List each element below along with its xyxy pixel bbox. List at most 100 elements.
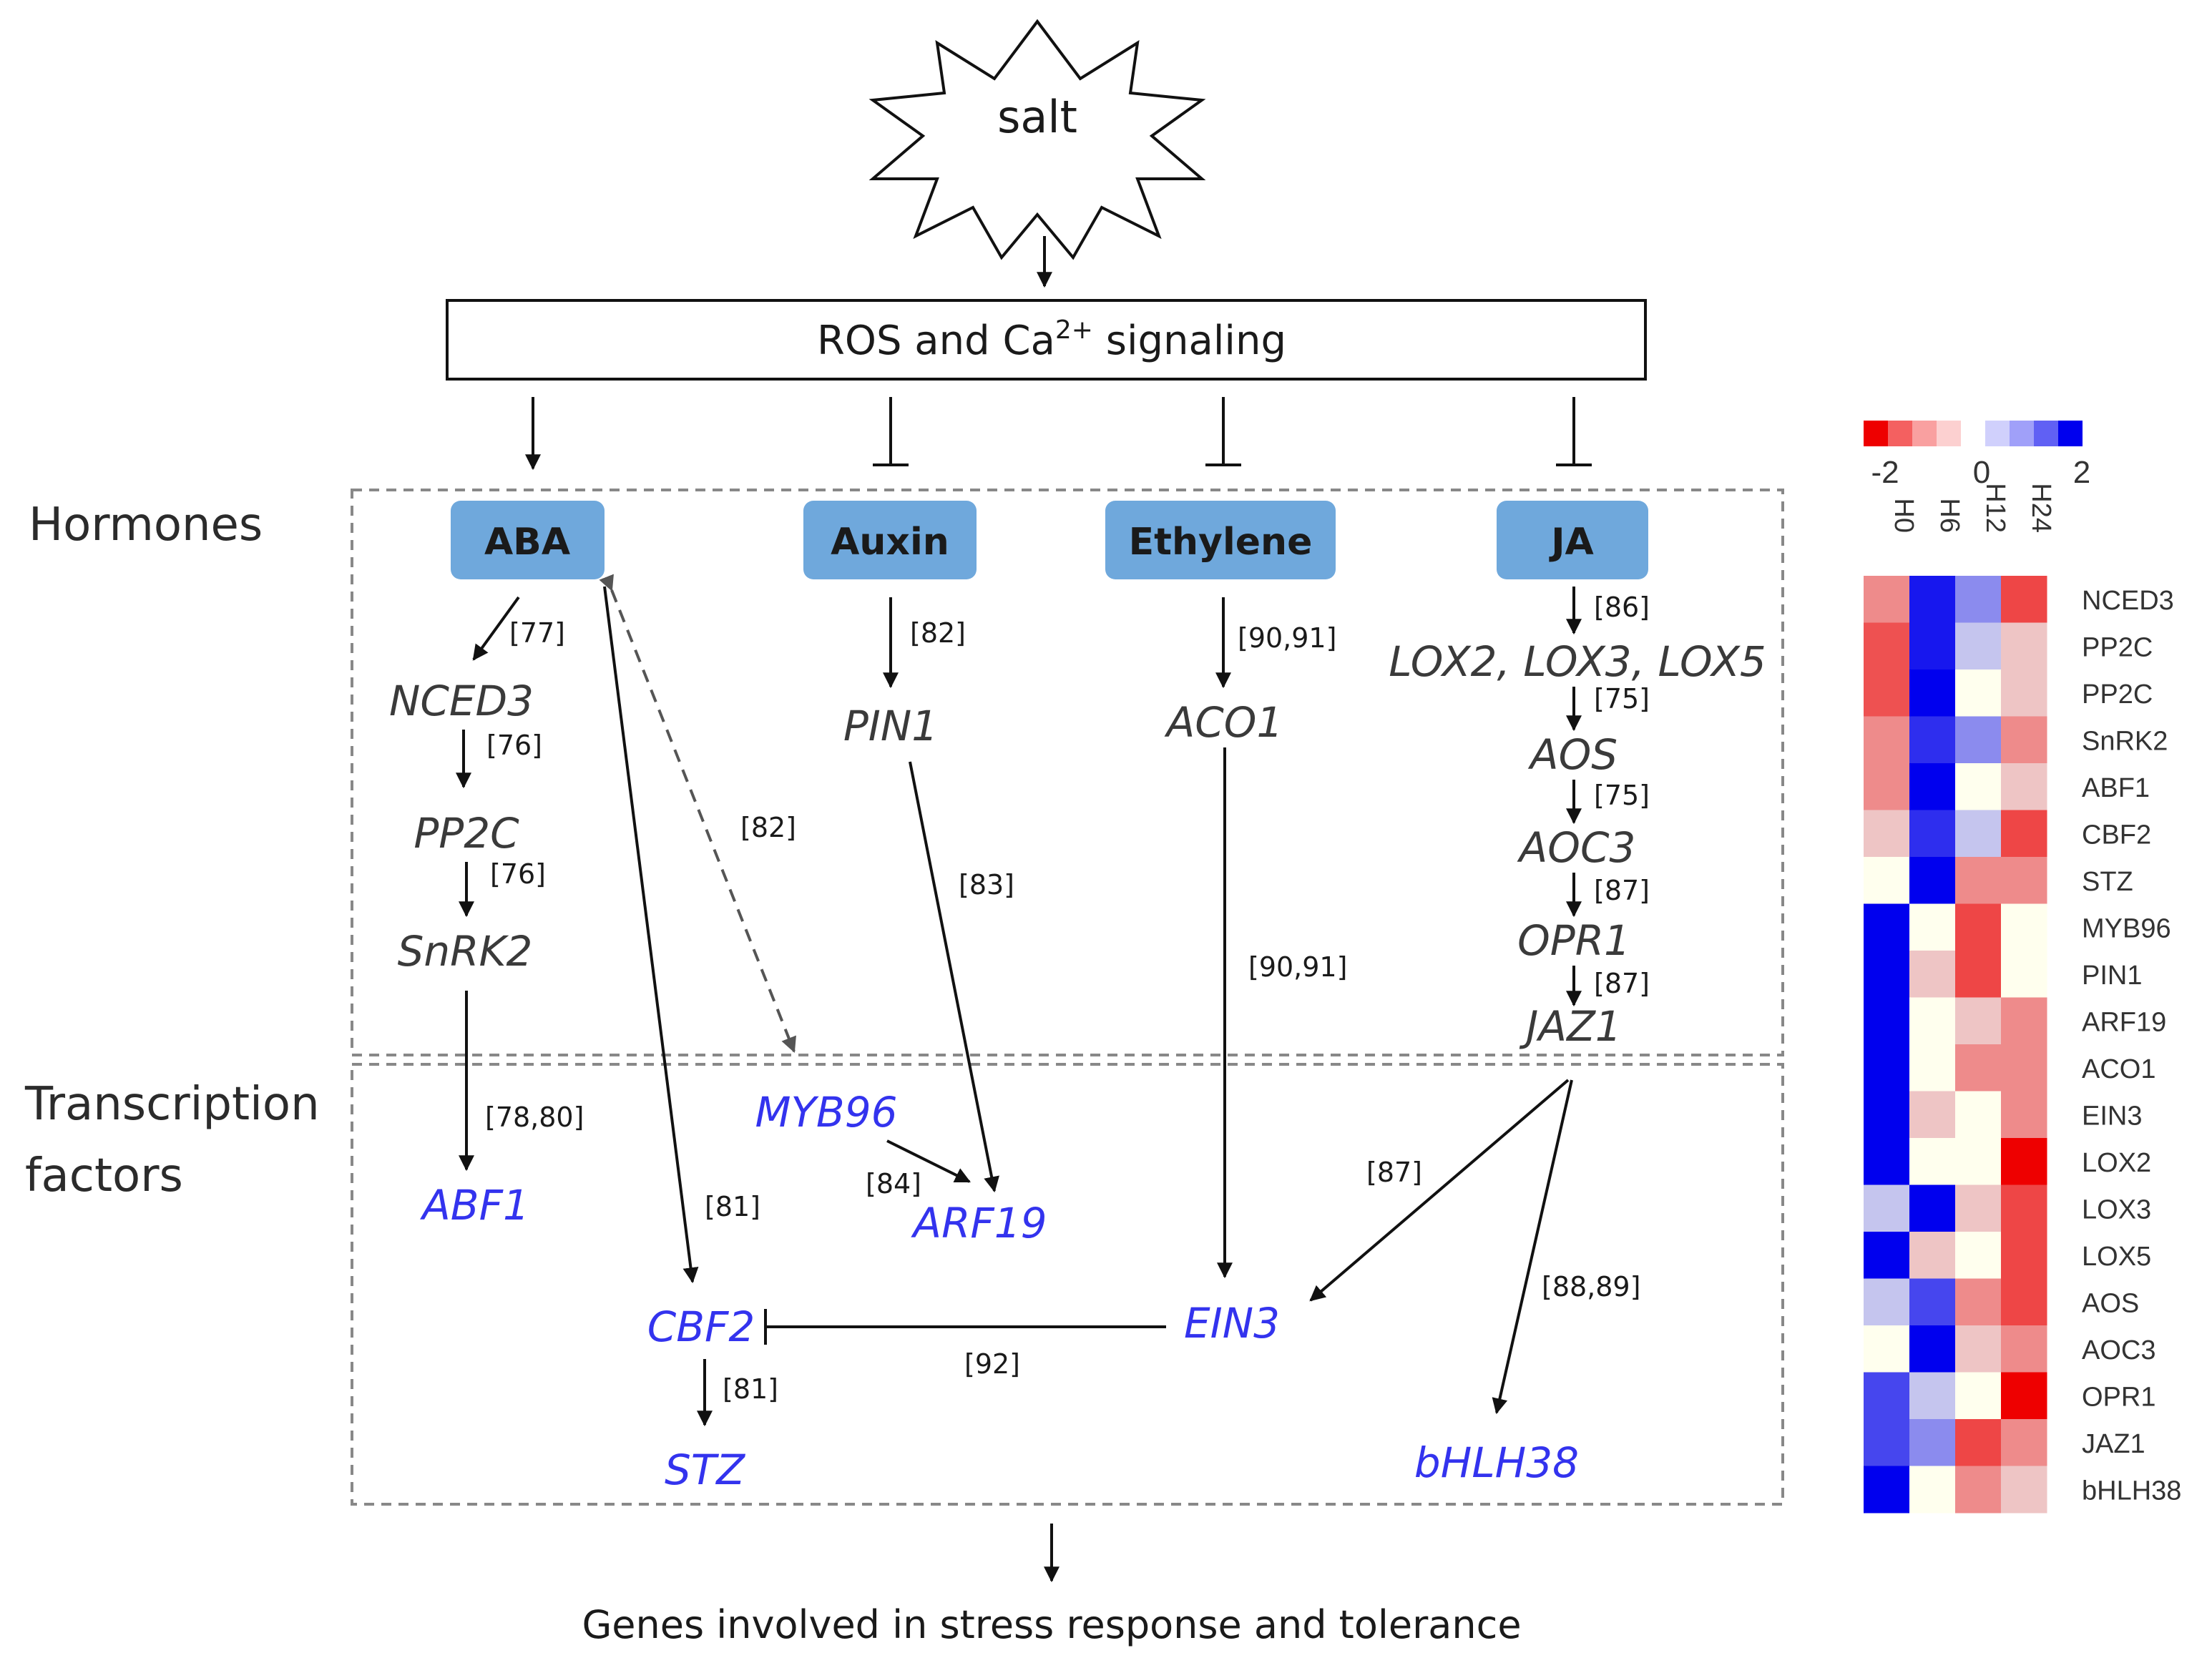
ref-92: [92]: [964, 1348, 1020, 1380]
tf-box: [351, 1063, 1784, 1506]
heatmap-cell: [1955, 951, 2002, 998]
gene-aos: AOS: [1527, 730, 1618, 779]
heatmap-cell: [1909, 951, 1956, 998]
heatmap-cell: [2001, 997, 2047, 1045]
hormone-auxin: Auxin: [803, 501, 977, 579]
heatmap-cell: [2001, 810, 2047, 858]
arrow-jaz1-to-ein3: [1309, 1079, 1570, 1302]
ref-82a: [82]: [740, 812, 796, 843]
heatmap-row-label: LOX3: [2082, 1194, 2151, 1225]
scale-swatch: [1937, 421, 1961, 446]
hormone-aba-box: [451, 501, 605, 579]
scale-swatch: [2034, 421, 2058, 446]
heatmap-column-label: H0: [1889, 498, 1919, 533]
ref-90-91b: [90,91]: [1248, 951, 1347, 983]
heatmap-cell: [1955, 1325, 2002, 1373]
heatmap-cell: [1955, 1372, 2002, 1420]
heatmap-cell: [1909, 716, 1956, 764]
heatmap-cell: [1909, 669, 1956, 717]
heatmap-cell: [1955, 1184, 2002, 1232]
heatmap-row-label: ABF1: [2082, 773, 2150, 803]
scale-swatch: [2010, 421, 2034, 446]
arrow-pin1-to-arf19: [909, 761, 999, 1193]
heatmap-row-labels: NCED3PP2CPP2CSnRK2ABF1CBF2STZMYB96PIN1AR…: [2082, 586, 2181, 1506]
starburst-shape: [868, 19, 1206, 260]
heatmap-cell: [1864, 857, 1910, 904]
signaling-box: ROS and Ca2+ signaling: [446, 299, 1647, 381]
ref-81a: [81]: [705, 1191, 760, 1222]
heatmap-cell: [2001, 669, 2047, 717]
heatmap-row-label: PP2C: [2082, 632, 2153, 662]
heatmap-cell: [2001, 1091, 2047, 1139]
heatmap-cell: [1909, 1184, 1956, 1232]
heatmap-cell: [1909, 997, 1956, 1045]
heatmap-cell: [1909, 1044, 1956, 1092]
heatmap-row-label: EIN3: [2082, 1101, 2142, 1131]
tf-abf1: ABF1: [419, 1181, 529, 1230]
hormones-box: [351, 489, 1784, 1056]
arrow-myb96-to-arf19: [886, 1139, 971, 1183]
heatmap-cell: [1864, 716, 1910, 764]
heatmap-cell: [2001, 1325, 2047, 1373]
heatmap-row-label: LOX2: [2082, 1148, 2151, 1178]
tf-myb96: MYB96: [755, 1088, 897, 1137]
inhibit-signaling-to-ja: [1556, 397, 1592, 466]
heatmap-cell: [2001, 576, 2047, 623]
heatmap-cell: [1909, 1372, 1956, 1420]
heatmap-cell: [1864, 1091, 1910, 1139]
scale-tick-0: 0: [1973, 455, 1990, 490]
heatmap-cell: [1864, 1278, 1910, 1326]
tf-ein3: EIN3: [1184, 1299, 1280, 1348]
scale-swatch: [1888, 421, 1912, 446]
heatmap-cell: [1955, 1232, 2002, 1279]
gene-aco1: ACO1: [1164, 698, 1283, 747]
heatmap-cell: [1955, 810, 2002, 858]
heatmap-cell: [1864, 1372, 1910, 1420]
tf-arf19: ARF19: [910, 1199, 1047, 1247]
ref-86: [86]: [1594, 592, 1650, 623]
ref-81b: [81]: [723, 1373, 778, 1405]
heatmap-cell: [2001, 1138, 2047, 1185]
heatmap-cell: [1955, 763, 2002, 810]
heatmap-row-label: ARF19: [2082, 1007, 2166, 1037]
heatmap-cell: [1909, 576, 1956, 623]
section-hormones: Hormones: [29, 499, 263, 551]
heatmap-row-label: CBF2: [2082, 820, 2151, 850]
output-label: Genes involved in stress response and to…: [582, 1602, 1521, 1647]
heatmap-column-label: H6: [1934, 498, 1964, 533]
heatmap-cell: [1864, 763, 1910, 810]
ref-88-89: [88,89]: [1542, 1271, 1640, 1303]
heatmap-column-label: H12: [1980, 483, 2010, 533]
heatmap-cell: [1955, 997, 2002, 1045]
inhibit-signaling-to-auxin: [873, 397, 909, 466]
gene-lox: LOX2, LOX3, LOX5: [1389, 637, 1766, 686]
heatmap-cell: [1864, 997, 1910, 1045]
heatmap-row-label: AOS: [2082, 1288, 2139, 1318]
tf-stz: STZ: [665, 1446, 745, 1494]
heatmap-row-label: PIN1: [2082, 961, 2142, 991]
heatmap-row-label: LOX5: [2082, 1242, 2151, 1272]
heatmap-cell: [2001, 622, 2047, 670]
heatmap-cell: [1864, 622, 1910, 670]
arrow-aba-to-cbf2: [603, 586, 699, 1284]
heatmap-cell: [2001, 1372, 2047, 1420]
scale-tick-neg2: -2: [1871, 455, 1899, 490]
heatmap-cell: [1864, 669, 1910, 717]
heatmap-row-label: PP2C: [2082, 680, 2153, 710]
heatmap-cell: [1909, 810, 1956, 858]
inhibit-signaling-to-ethylene: [1205, 397, 1241, 466]
heatmap-cell: [1864, 1232, 1910, 1279]
heatmap-cell: [1955, 857, 2002, 904]
heatmap-row-label: SnRK2: [2082, 726, 2168, 756]
arrow-jaz1-to-bhlh38: [1492, 1079, 1573, 1415]
heatmap-cell: [1909, 903, 1956, 951]
heatmap-cell: [1955, 1138, 2002, 1185]
heatmap-cell: [2001, 1278, 2047, 1326]
ref-90-91a: [90,91]: [1238, 622, 1336, 654]
hormone-ja-label: JA: [1549, 521, 1594, 564]
ref-87a: [87]: [1594, 875, 1650, 906]
heatmap-row-label: ACO1: [2082, 1054, 2155, 1084]
heatmap-cell: [2001, 763, 2047, 810]
